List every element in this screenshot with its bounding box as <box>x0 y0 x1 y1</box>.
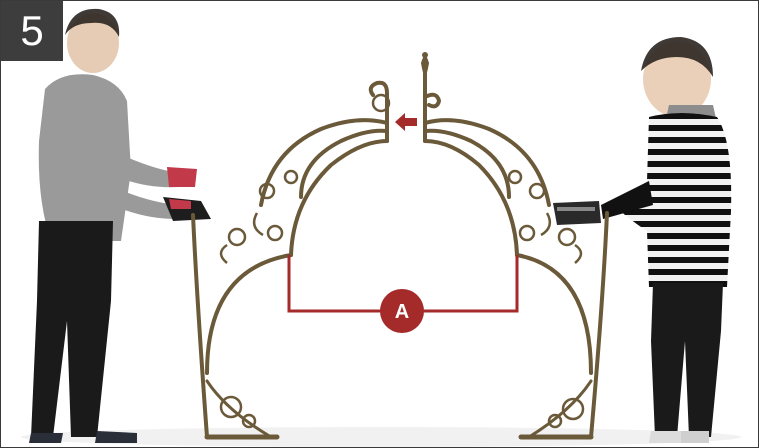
person-left <box>29 9 211 443</box>
arch-finial <box>421 56 429 77</box>
step-number-badge: 5 <box>1 1 63 61</box>
arch-finial-knob <box>422 52 428 58</box>
callout-a-marker: A <box>380 289 424 333</box>
person-right <box>553 37 741 443</box>
push-direction-arrow <box>395 113 417 131</box>
callout-a-label: A <box>395 301 409 323</box>
